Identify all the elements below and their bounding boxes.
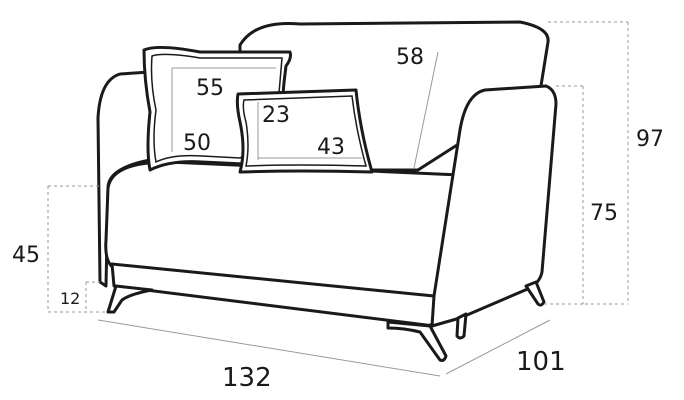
seat-height-label: 45 [12,243,40,268]
arm-height-label: 75 [590,201,618,226]
depth-guide [445,319,551,375]
leg-back-right [524,280,546,307]
width-guide [97,319,441,377]
small-pillow-width-label: 43 [317,135,345,160]
total-height-label: 97 [636,127,664,152]
backrest-width-label: 58 [396,45,424,70]
seat-width-label: 132 [222,363,272,393]
small-pillow [235,88,374,174]
small-pillow-height-label: 23 [262,103,290,128]
leg-front-right [386,320,448,362]
backrest-width-guide [413,51,439,169]
large-pillow-height-label: 50 [183,131,211,156]
leg-front-left [106,284,154,314]
leg-height-label: 12 [60,289,80,308]
large-pillow-seam [150,53,283,164]
depth-label: 101 [516,347,566,377]
leg-mid-right [455,312,468,340]
large-pillow-width-label: 55 [196,76,224,101]
small-pillow-seam [242,95,367,167]
